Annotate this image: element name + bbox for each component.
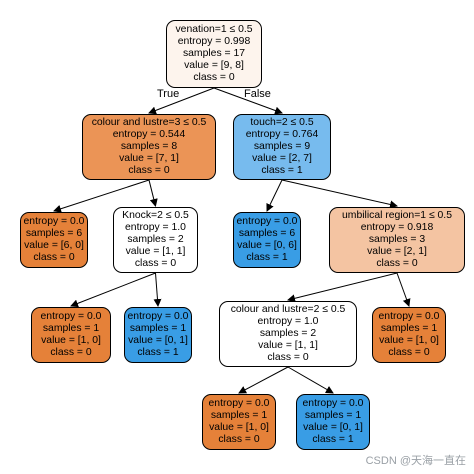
node-text-line: colour and lustre=3 ≤ 0.5 xyxy=(91,117,207,128)
node-text-line: samples = 2 xyxy=(259,328,317,339)
node-text-line: value = [1, 1] xyxy=(125,246,186,257)
node-text-line: class = 0 xyxy=(218,434,260,445)
node-text-line: class = 0 xyxy=(33,252,75,263)
node-text-line: umbilical region=1 ≤ 0.5 xyxy=(342,210,452,221)
node-text-line: class = 0 xyxy=(128,165,170,176)
edge-umbilical-to-leaf_e xyxy=(396,272,411,307)
edge-knock-to-leaf_d xyxy=(153,272,162,307)
node-text-line: entropy = 0.544 xyxy=(112,129,186,140)
edge-touch-to-umbilical xyxy=(281,179,398,209)
node-text-line: class = 0 xyxy=(134,258,177,269)
edge-colour1-to-leaf_a xyxy=(53,179,150,213)
node-text-line: class = 0 xyxy=(193,72,235,83)
node-text-line: value = [9, 8] xyxy=(184,60,244,71)
node-text-line: value = [6, 0] xyxy=(24,240,84,251)
node-text-line: entropy = 1.0 xyxy=(125,222,186,233)
edge-root-to-touch xyxy=(213,87,283,115)
node-text-line: entropy = 0.998 xyxy=(177,36,251,47)
edge-root-to-colour1 xyxy=(148,87,215,115)
edge-touch-to-leaf_b xyxy=(266,179,283,212)
node-text-line: entropy = 0.0 xyxy=(208,398,270,409)
edge-colour2-to-leaf_g xyxy=(287,366,334,394)
edge-umbilical-to-colour2 xyxy=(287,272,398,303)
node-text-line: entropy = 0.0 xyxy=(378,311,440,322)
node-text-line: entropy = 0.0 xyxy=(302,398,364,409)
edge-label-false: False xyxy=(244,88,271,100)
node-text-line: entropy = 0.0 xyxy=(23,216,85,227)
node-text-line: value = [7, 1] xyxy=(119,153,179,164)
node-text-line: class = 0 xyxy=(267,352,309,363)
node-text-line: samples = 2 xyxy=(127,234,184,245)
edge-label-true: True xyxy=(157,88,180,100)
node-text-line: class = 0 xyxy=(388,347,430,358)
node-text-line: class = 1 xyxy=(246,252,288,263)
node-text-line: samples = 1 xyxy=(210,410,268,421)
node-text-line: Knock=2 ≤ 0.5 xyxy=(122,210,189,221)
node-text-line: value = [2, 1] xyxy=(367,246,427,257)
edge-colour2-to-leaf_f xyxy=(238,366,289,394)
node-text-line: value = [1, 0] xyxy=(209,422,269,433)
node-text-line: class = 0 xyxy=(376,258,418,269)
node-text-line: samples = 17 xyxy=(182,48,246,59)
watermark: CSDN @天海一直在 xyxy=(365,455,466,467)
node-text-line: value = [0, 1] xyxy=(303,422,363,433)
node-text-line: class = 1 xyxy=(312,434,354,445)
node-text-line: samples = 1 xyxy=(380,323,438,334)
node-text-line: value = [1, 1] xyxy=(258,340,318,351)
node-text-line: class = 0 xyxy=(50,347,92,358)
node-text-line: samples = 9 xyxy=(253,141,311,152)
node-text-line: entropy = 0.764 xyxy=(245,129,319,140)
node-text-line: value = [1, 0] xyxy=(379,335,439,346)
node-text-line: class = 1 xyxy=(261,165,303,176)
node-text-line: samples = 1 xyxy=(129,323,187,334)
node-text-line: value = [2, 7] xyxy=(252,153,312,164)
node-text-line: samples = 1 xyxy=(304,410,362,421)
node-text-line: entropy = 1.0 xyxy=(257,316,319,327)
node-text-line: entropy = 0.0 xyxy=(127,311,189,322)
node-text-line: samples = 1 xyxy=(42,323,100,334)
node-text-line: touch=2 ≤ 0.5 xyxy=(250,117,314,128)
node-text-line: colour and lustre=2 ≤ 0.5 xyxy=(230,304,346,315)
node-text-line: value = [0, 1] xyxy=(128,335,188,346)
node-text-line: venation=1 ≤ 0.5 xyxy=(175,24,253,35)
node-text-line: samples = 8 xyxy=(120,141,178,152)
node-text-line: value = [1, 0] xyxy=(41,335,101,346)
edge-knock-to-leaf_c xyxy=(70,272,156,308)
node-text-line: entropy = 0.0 xyxy=(40,311,102,322)
node-text-line: entropy = 0.0 xyxy=(236,216,298,227)
node-text-line: samples = 3 xyxy=(368,234,426,245)
node-text-line: samples = 6 xyxy=(25,228,83,239)
node-text-line: value = [0, 6] xyxy=(237,240,297,251)
node-text-line: class = 1 xyxy=(137,347,179,358)
node-text-line: samples = 6 xyxy=(238,228,296,239)
node-text-line: entropy = 0.918 xyxy=(360,222,434,233)
edge-colour1-to-knock xyxy=(148,179,158,207)
